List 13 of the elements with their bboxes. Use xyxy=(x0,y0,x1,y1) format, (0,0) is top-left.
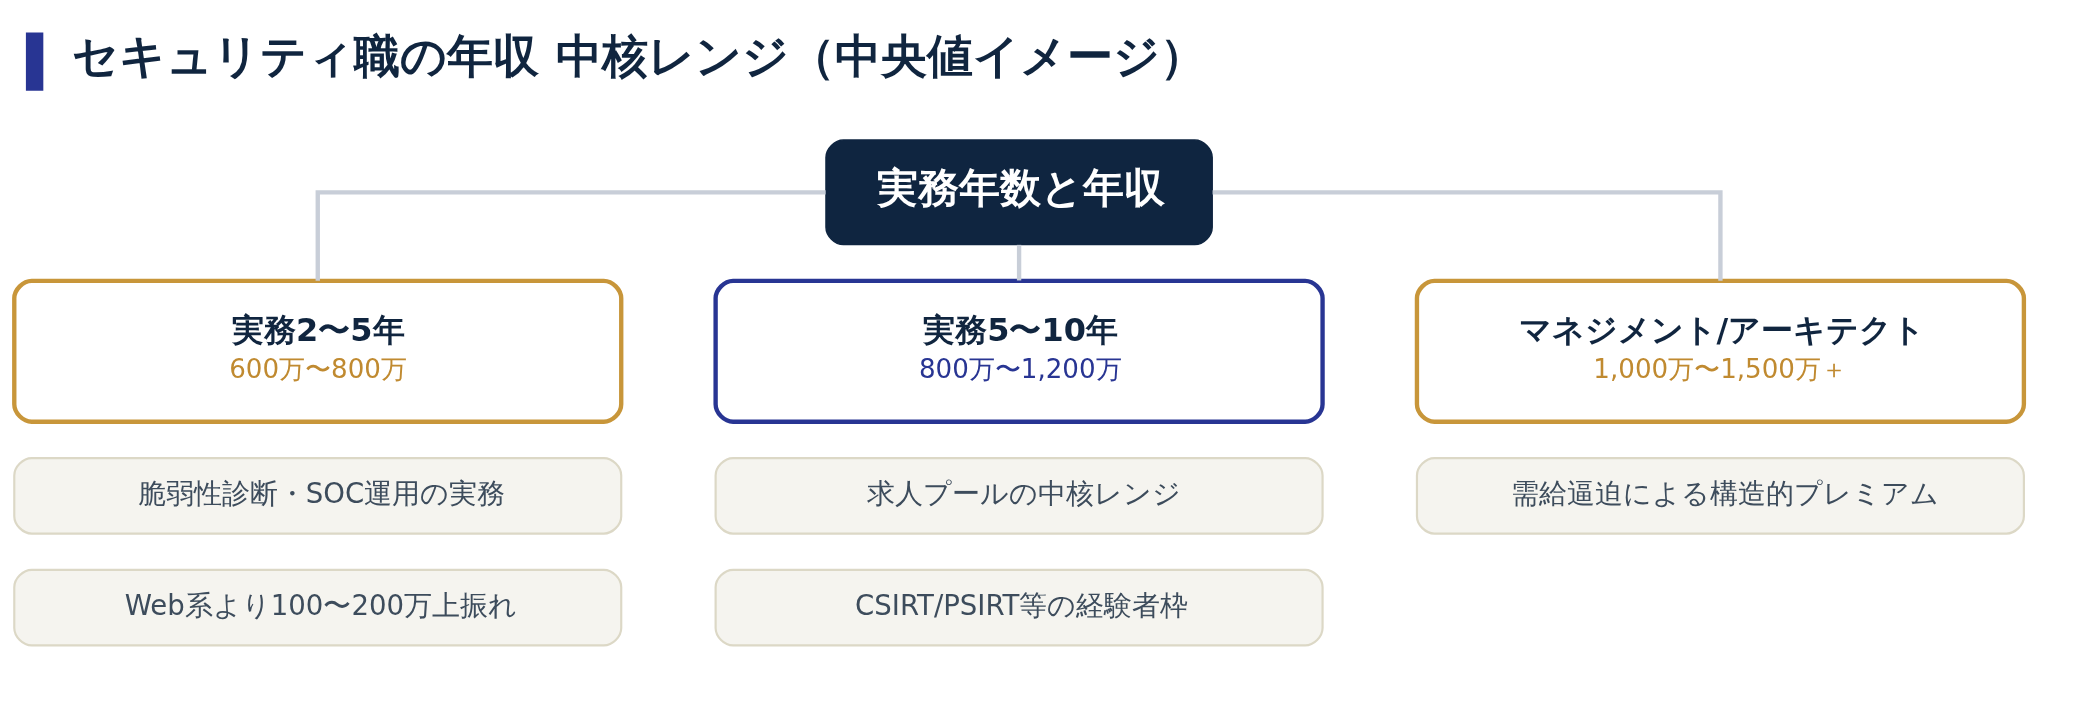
connector xyxy=(1016,244,1022,281)
diagram-title: セキュリティ職の年収 中核レンジ（中央値イメージ） xyxy=(72,28,1206,83)
node-box: CSIRT/PSIRT等の経験者枠 xyxy=(714,568,1324,647)
node-box: Web系より100〜200万上振れ xyxy=(13,568,623,647)
node-box: マネジメント/アーキテクト 1,000万〜1,500万＋ xyxy=(1414,278,2027,424)
node-box: 需給逼迫による構造的プレミアム xyxy=(1415,456,2025,535)
connector xyxy=(315,190,826,281)
node-box: 求人プールの中核レンジ xyxy=(714,456,1324,535)
node-box: 実務年数と年収 xyxy=(825,139,1213,246)
node-box: 実務2〜5年 600万〜800万 xyxy=(12,278,624,424)
node-box: 脆弱性診断・SOC運用の実務 xyxy=(13,456,623,535)
connector xyxy=(1212,190,1723,281)
node-box: 実務5〜10年 800万〜1,200万 xyxy=(713,278,1325,424)
